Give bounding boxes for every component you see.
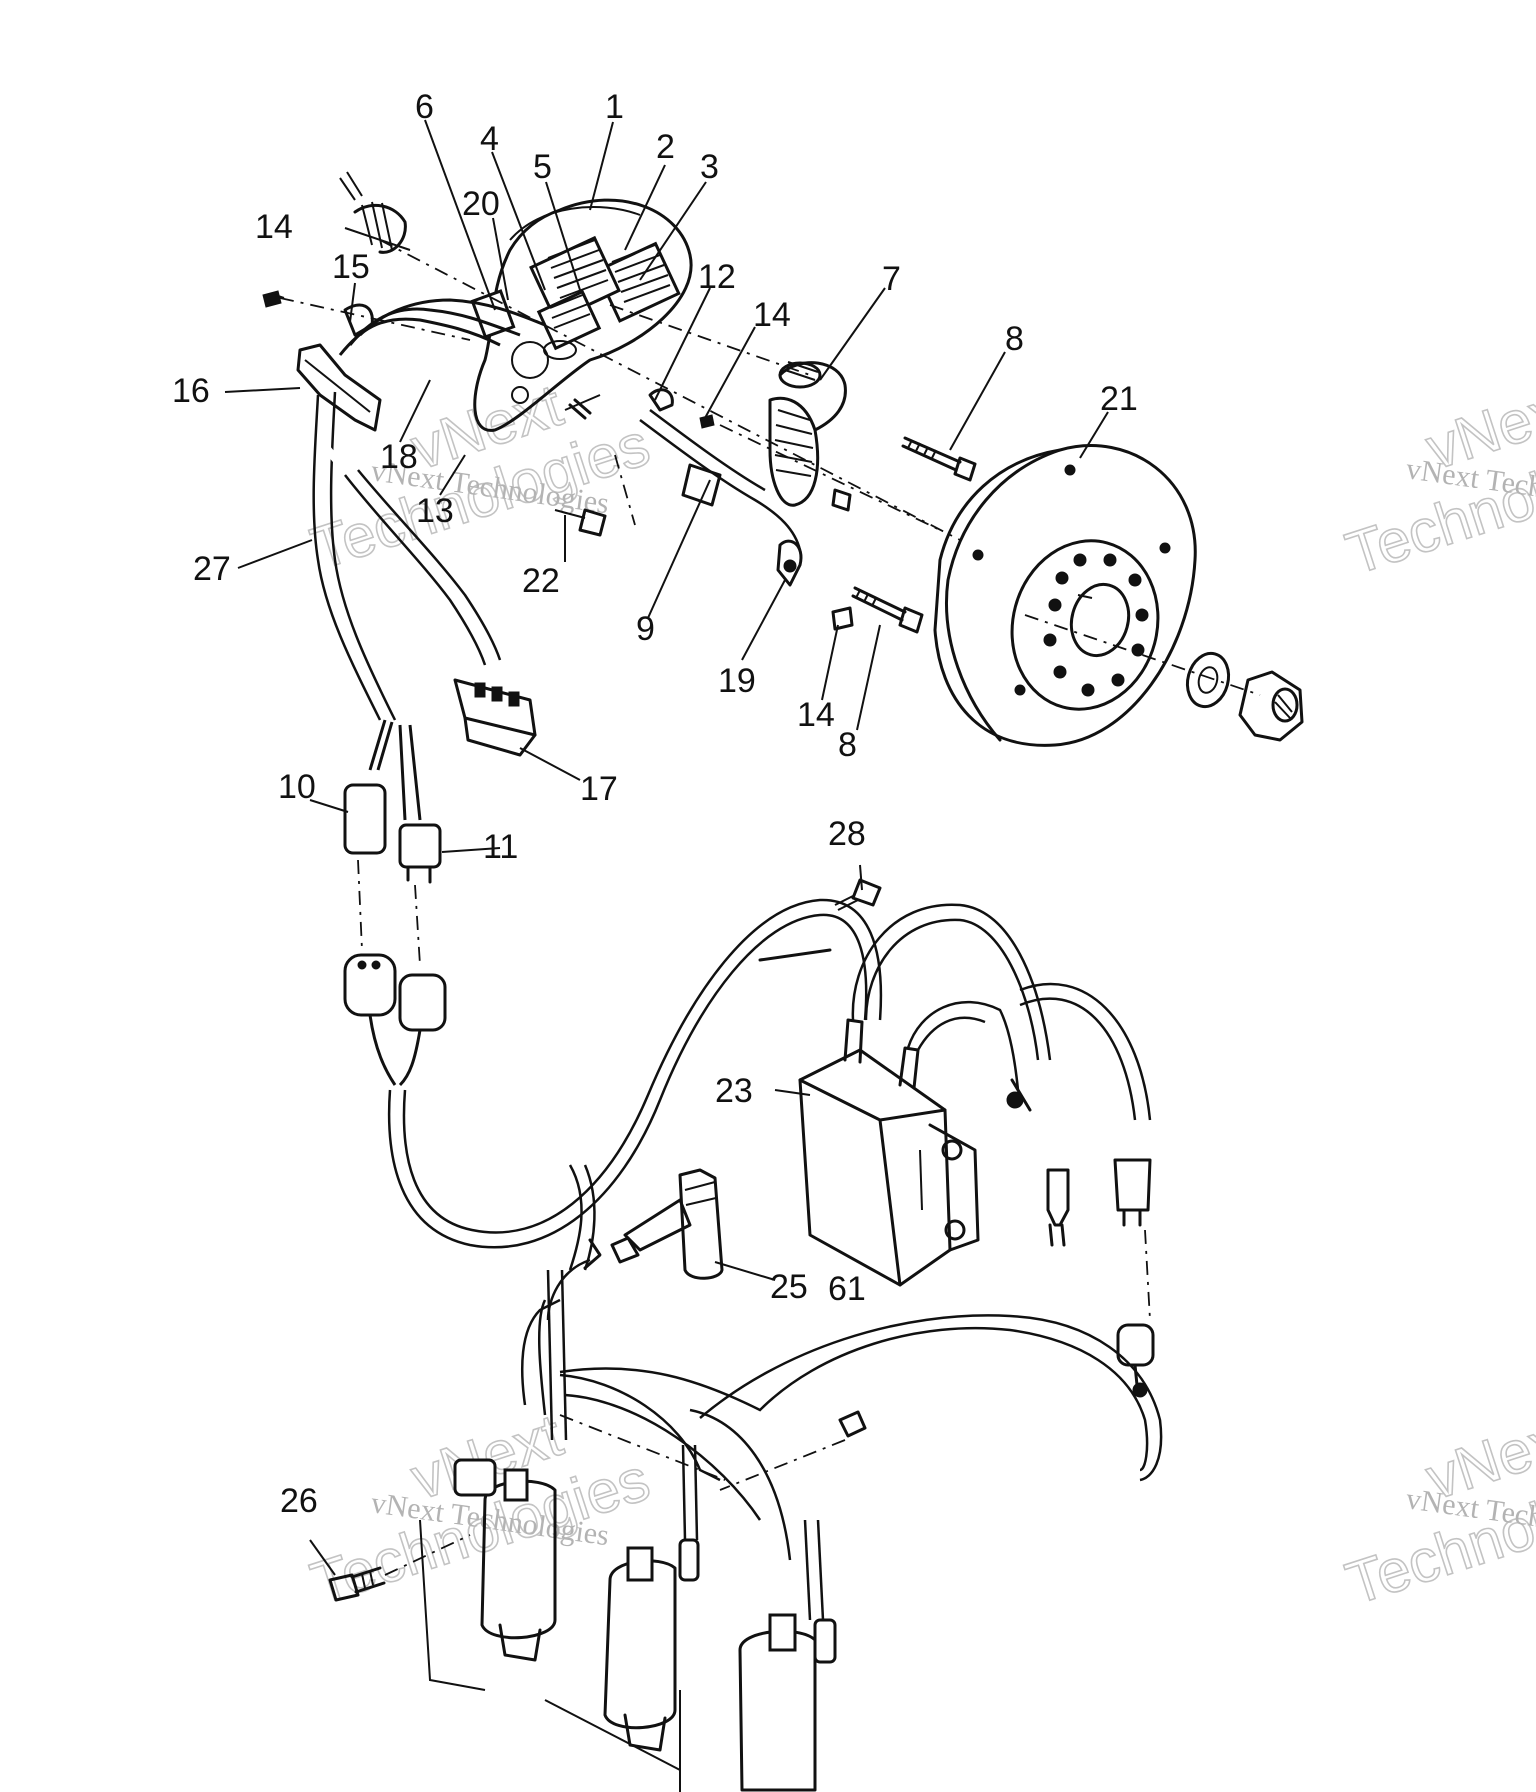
ignition-coils bbox=[453, 1164, 1163, 1792]
axis-lines bbox=[279, 239, 1261, 696]
callout-1: 1 bbox=[605, 88, 624, 126]
pickup-body bbox=[639, 361, 852, 587]
callout-14-bottom: 14 bbox=[797, 696, 835, 734]
stator-assembly bbox=[470, 198, 693, 432]
callout-25: 25 bbox=[770, 1268, 808, 1306]
callout-9: 9 bbox=[636, 610, 655, 648]
wire-grommet bbox=[296, 343, 382, 432]
wire-clamp bbox=[648, 388, 674, 412]
callout-8-bottom: 8 bbox=[838, 726, 857, 764]
callout-3: 3 bbox=[700, 148, 719, 186]
callout-12: 12 bbox=[698, 258, 736, 296]
callout-7: 7 bbox=[882, 260, 901, 298]
callout-10: 10 bbox=[278, 768, 316, 806]
screw-28 bbox=[834, 878, 882, 911]
mating-connectors bbox=[343, 953, 447, 1087]
lighting-coil bbox=[536, 289, 602, 351]
callout-14-mid: 14 bbox=[753, 296, 791, 334]
exciter-coil bbox=[529, 235, 621, 323]
leader-lines bbox=[224, 119, 1109, 1576]
watermarks: vNext Technologies Technologies vNext vN… bbox=[303, 370, 1536, 1618]
callout-21: 21 bbox=[1100, 380, 1138, 418]
callout-28: 28 bbox=[828, 815, 866, 853]
connector-11 bbox=[398, 823, 442, 869]
stator-hole bbox=[511, 341, 549, 379]
callout-13: 13 bbox=[416, 492, 454, 530]
connectors-10-11 bbox=[343, 719, 442, 966]
cdi-unit bbox=[798, 903, 1152, 1287]
callout-19: 19 bbox=[718, 662, 756, 700]
callout-5: 5 bbox=[533, 148, 552, 186]
callout-4: 4 bbox=[480, 120, 499, 158]
callout-2: 2 bbox=[656, 128, 675, 166]
callout-8-top: 8 bbox=[1005, 320, 1024, 358]
connector-10 bbox=[343, 783, 387, 855]
stator-plate-edge bbox=[509, 206, 641, 241]
stray-mark: 61 bbox=[828, 1270, 866, 1308]
connector-17 bbox=[453, 678, 537, 757]
callout-15: 15 bbox=[332, 248, 370, 286]
callout-14-left: 14 bbox=[255, 208, 293, 246]
callout-6: 6 bbox=[415, 88, 434, 126]
callout-27: 27 bbox=[193, 550, 231, 588]
bracket-19 bbox=[776, 539, 803, 587]
callout-26: 26 bbox=[280, 1482, 318, 1520]
bracket-hardware bbox=[419, 1410, 867, 1792]
callout-11: 11 bbox=[483, 828, 518, 866]
callout-labels: 1 2 3 4 5 6 7 8 8 9 10 11 12 13 14 14 14… bbox=[172, 88, 1138, 1520]
callout-16: 16 bbox=[172, 372, 210, 410]
callout-22: 22 bbox=[522, 562, 560, 600]
cdi-harness bbox=[387, 898, 883, 1249]
callout-20: 20 bbox=[462, 185, 500, 223]
pickup-lead-clip bbox=[681, 463, 722, 507]
screw-22 bbox=[554, 508, 607, 537]
flywheel bbox=[933, 444, 1197, 747]
bolts-8 bbox=[851, 436, 977, 634]
callout-23: 23 bbox=[715, 1072, 753, 1110]
wiring-harness bbox=[296, 298, 546, 721]
washer-nut bbox=[1185, 651, 1304, 742]
harness-clamp bbox=[343, 303, 374, 337]
callout-17: 17 bbox=[580, 770, 618, 808]
bolt-26 bbox=[328, 1534, 471, 1602]
spark-plug-cap bbox=[546, 1168, 724, 1321]
callout-18: 18 bbox=[380, 438, 418, 476]
grommet-spring bbox=[339, 171, 411, 254]
